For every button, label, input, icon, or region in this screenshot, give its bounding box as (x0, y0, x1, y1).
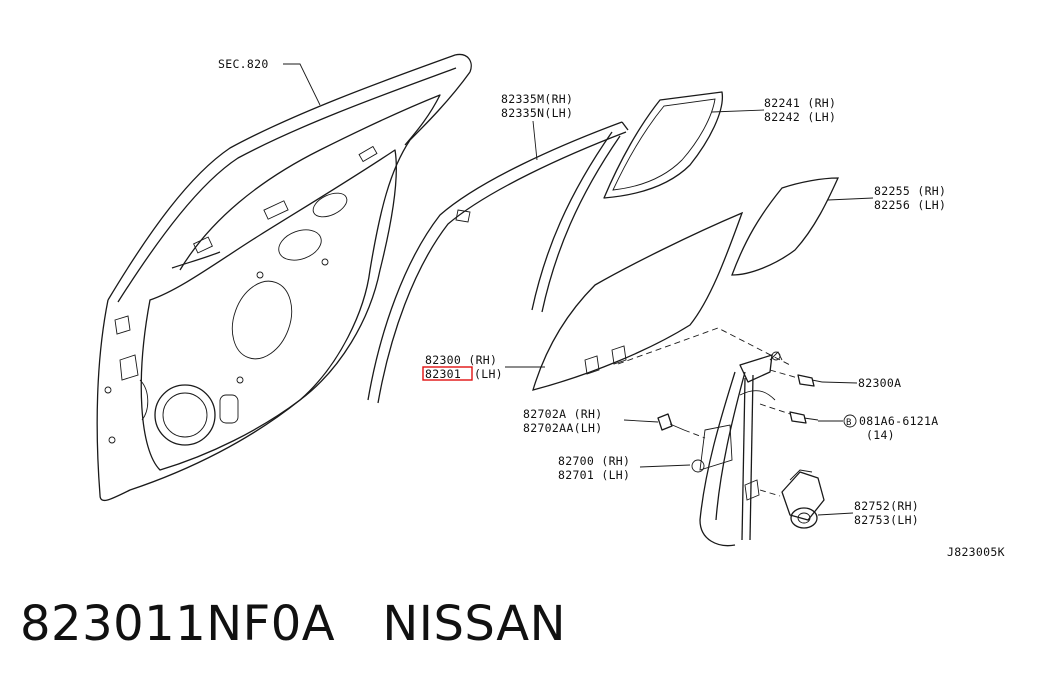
parts-diagram: SEC.820 82335M(RH) 82335N(LH) 82241 (RH)… (96, 53, 1005, 559)
sash-molding (367, 121, 629, 404)
label-82702aa: 82702AA(LH) (523, 421, 602, 435)
part-labels: SEC.820 82335M(RH) 82335N(LH) 82241 (RH)… (218, 57, 1005, 559)
part-number-caption: 823011NF0A NISSAN (20, 596, 567, 652)
label-82300a: 82300A (858, 376, 901, 390)
highlight-82301 (422, 366, 473, 381)
bolt-82702a (657, 413, 706, 439)
door-glass (532, 211, 744, 391)
label-82335m: 82335M(RH) (501, 92, 573, 106)
label-82702a: 82702A (RH) (523, 407, 602, 421)
label-82256: 82256 (LH) (874, 198, 946, 212)
label-82255: 82255 (RH) (874, 184, 946, 198)
label-081a6-marker: B (846, 418, 852, 428)
label-sec820: SEC.820 (218, 57, 269, 71)
regulator-motor (759, 469, 825, 529)
label-82752: 82752(RH) (854, 499, 919, 513)
label-82335n: 82335N(LH) (501, 106, 573, 120)
bolt-82300a (769, 369, 823, 387)
label-82242: 82242 (LH) (764, 110, 836, 124)
marker-b-circle (843, 414, 857, 428)
quarter-glass (731, 177, 840, 276)
label-82301-side: (LH) (474, 367, 503, 381)
label-82241: 82241 (RH) (764, 96, 836, 110)
label-82300: 82300 (RH) (425, 353, 497, 367)
label-081a6-qty: (14) (866, 428, 895, 442)
glass-run-channel (531, 131, 621, 313)
label-82700: 82700 (RH) (558, 454, 630, 468)
diagram-code: J823005K (947, 545, 1005, 559)
label-82753: 82753(LH) (854, 513, 919, 527)
bolt-081a6 (759, 403, 819, 424)
window-regulator (691, 351, 783, 547)
partition-sash (603, 91, 724, 199)
label-82301: 82301 (425, 367, 461, 381)
label-82701: 82701 (LH) (558, 468, 630, 482)
leader-lines (283, 63, 874, 516)
door-panel (96, 53, 472, 502)
label-081a6: 081A6-6121A (859, 414, 938, 428)
